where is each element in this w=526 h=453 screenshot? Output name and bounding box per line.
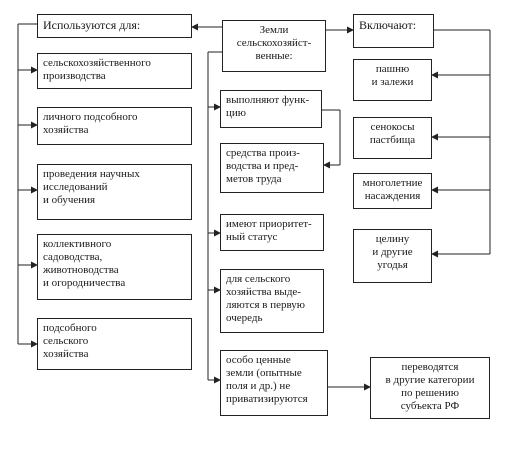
right-item: сенокосы пастбища — [353, 117, 432, 159]
left-item: личного подсобного хозяйства — [37, 107, 192, 145]
middle-item: средства произ- водства и пред- метов тр… — [220, 143, 324, 193]
middle-item: выполняют функ- цию — [220, 90, 322, 128]
middle-item: имеют приоритет- ный статус — [220, 214, 324, 251]
right-item: многолетние насаждения — [353, 173, 432, 209]
left-item: сельскохозяйственного производства — [37, 53, 192, 89]
left-header: Используются для: — [37, 14, 192, 38]
right-item: пашню и залежи — [353, 59, 432, 101]
right-item: целину и другие угодья — [353, 229, 432, 283]
transfer-node: переводятся в другие категории по решени… — [370, 357, 490, 419]
left-item: проведения научных исследований и обучен… — [37, 164, 192, 220]
right-header: Включают: — [353, 14, 434, 48]
left-item: коллективного садоводства, животноводств… — [37, 234, 192, 300]
middle-item: для сельского хозяйства выде- ляются в п… — [220, 269, 324, 333]
left-item: подсобного сельского хозяйства — [37, 318, 192, 370]
middle-item: особо ценные земли (опытные поля и др.) … — [220, 350, 328, 416]
center-node: Земли сельскохозяйст- венные: — [222, 20, 326, 72]
